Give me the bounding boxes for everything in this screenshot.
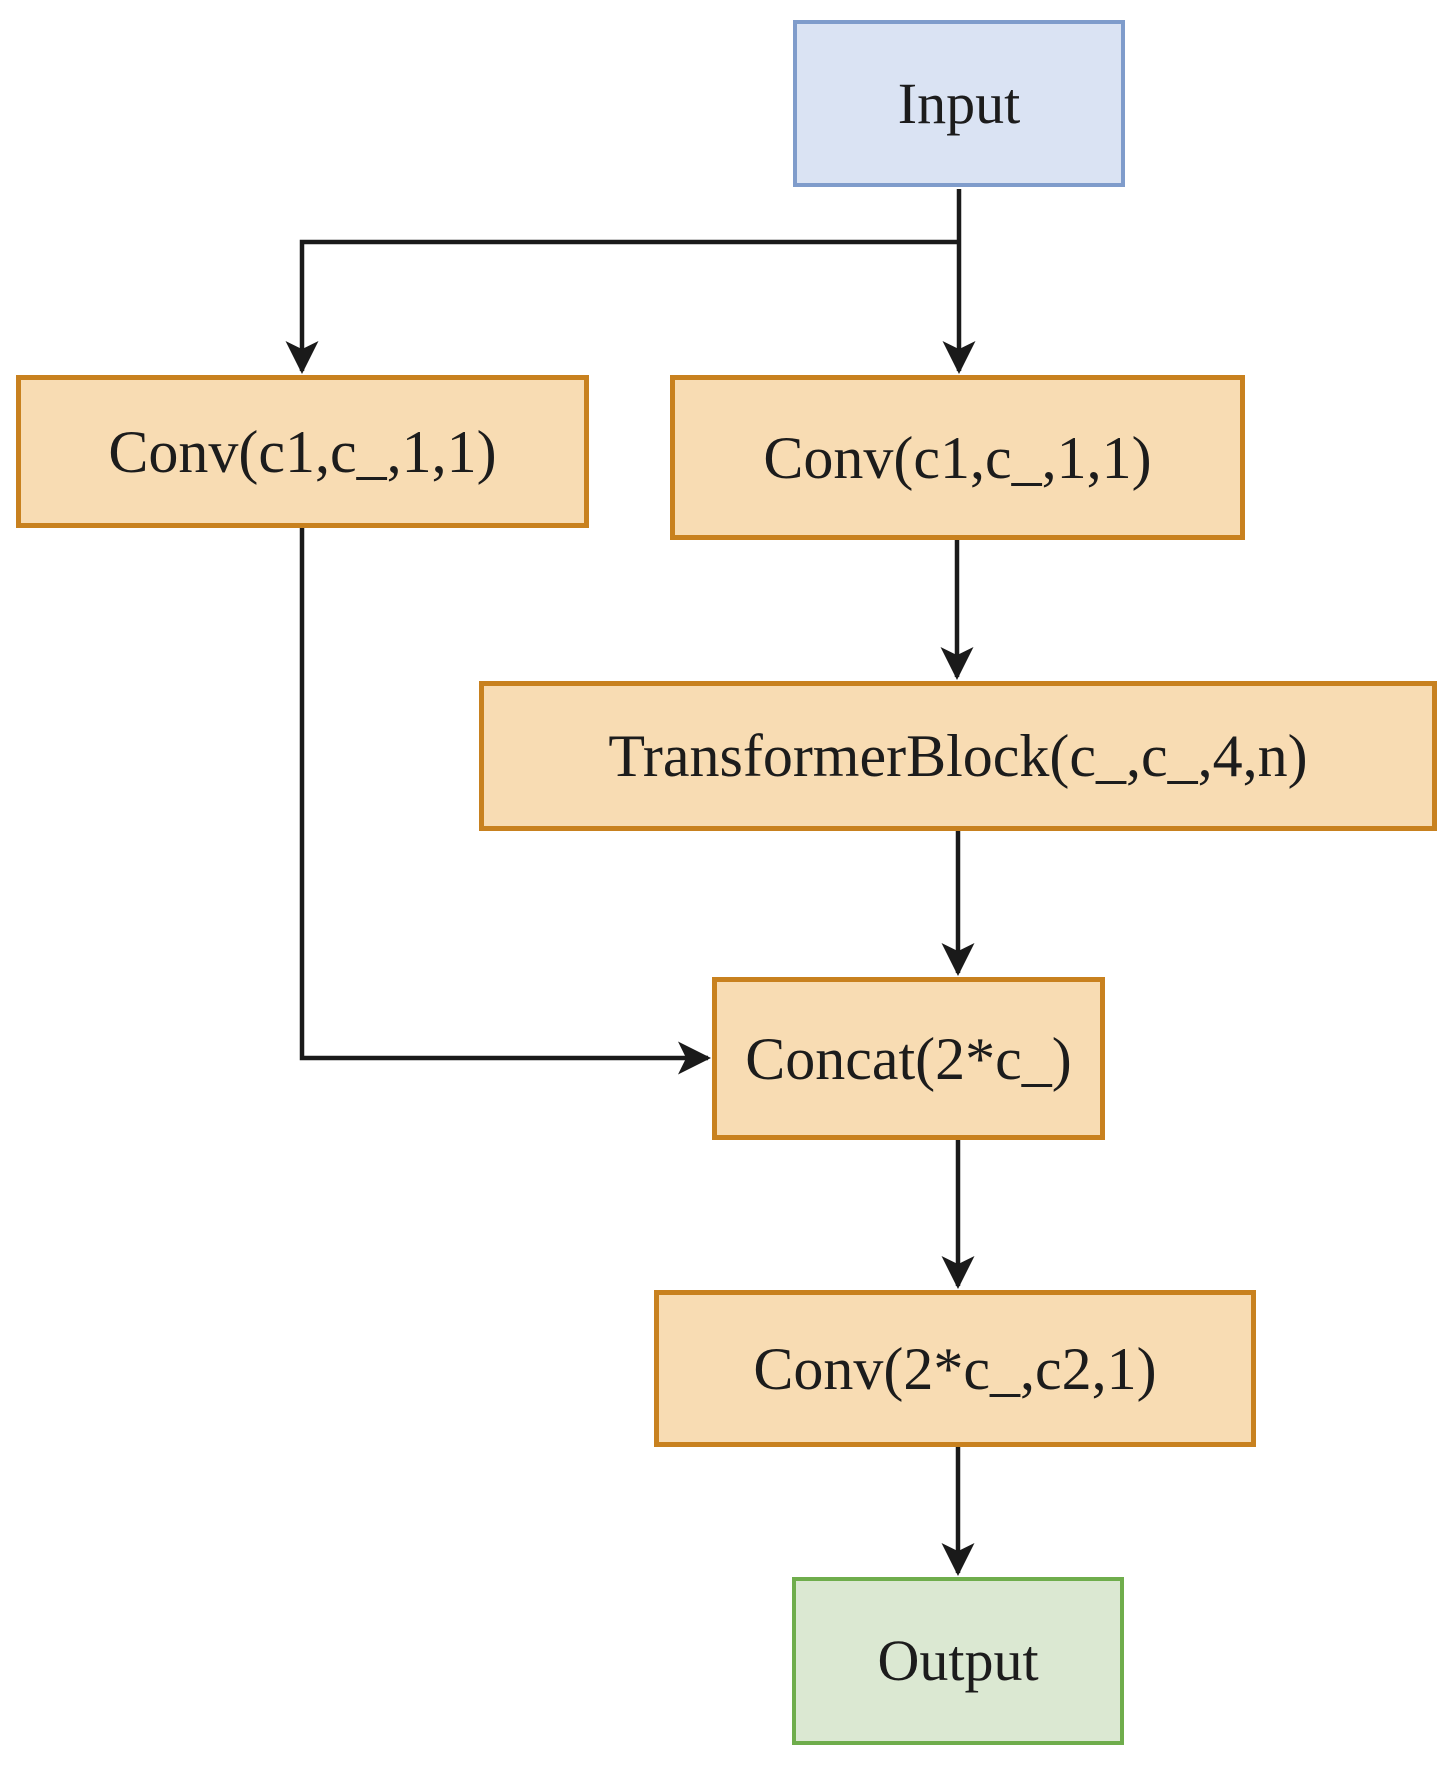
node-output-label: Output <box>877 1628 1039 1693</box>
node-input-label: Input <box>897 70 1021 136</box>
node-conv-left-label: Conv(c1,c_,1,1) <box>108 418 497 485</box>
node-output: Output <box>792 1577 1124 1745</box>
node-conv-right-label: Conv(c1,c_,1,1) <box>763 424 1152 491</box>
node-input: Input <box>793 20 1125 187</box>
edge-conv-left-to-concat <box>299 528 711 1075</box>
node-conv-right: Conv(c1,c_,1,1) <box>670 375 1245 540</box>
node-transformer-block: TransformerBlock(c_,c_,4,n) <box>479 681 1437 831</box>
node-conv-out-label: Conv(2*c_,c2,1) <box>753 1335 1157 1402</box>
node-conv-left: Conv(c1,c_,1,1) <box>16 375 589 528</box>
node-transformer-block-label: TransformerBlock(c_,c_,4,n) <box>608 723 1308 789</box>
node-concat-label: Concat(2*c_) <box>745 1025 1072 1092</box>
node-conv-out: Conv(2*c_,c2,1) <box>654 1290 1256 1447</box>
edge-input-to-conv-left <box>285 239 959 374</box>
node-concat: Concat(2*c_) <box>712 977 1105 1140</box>
